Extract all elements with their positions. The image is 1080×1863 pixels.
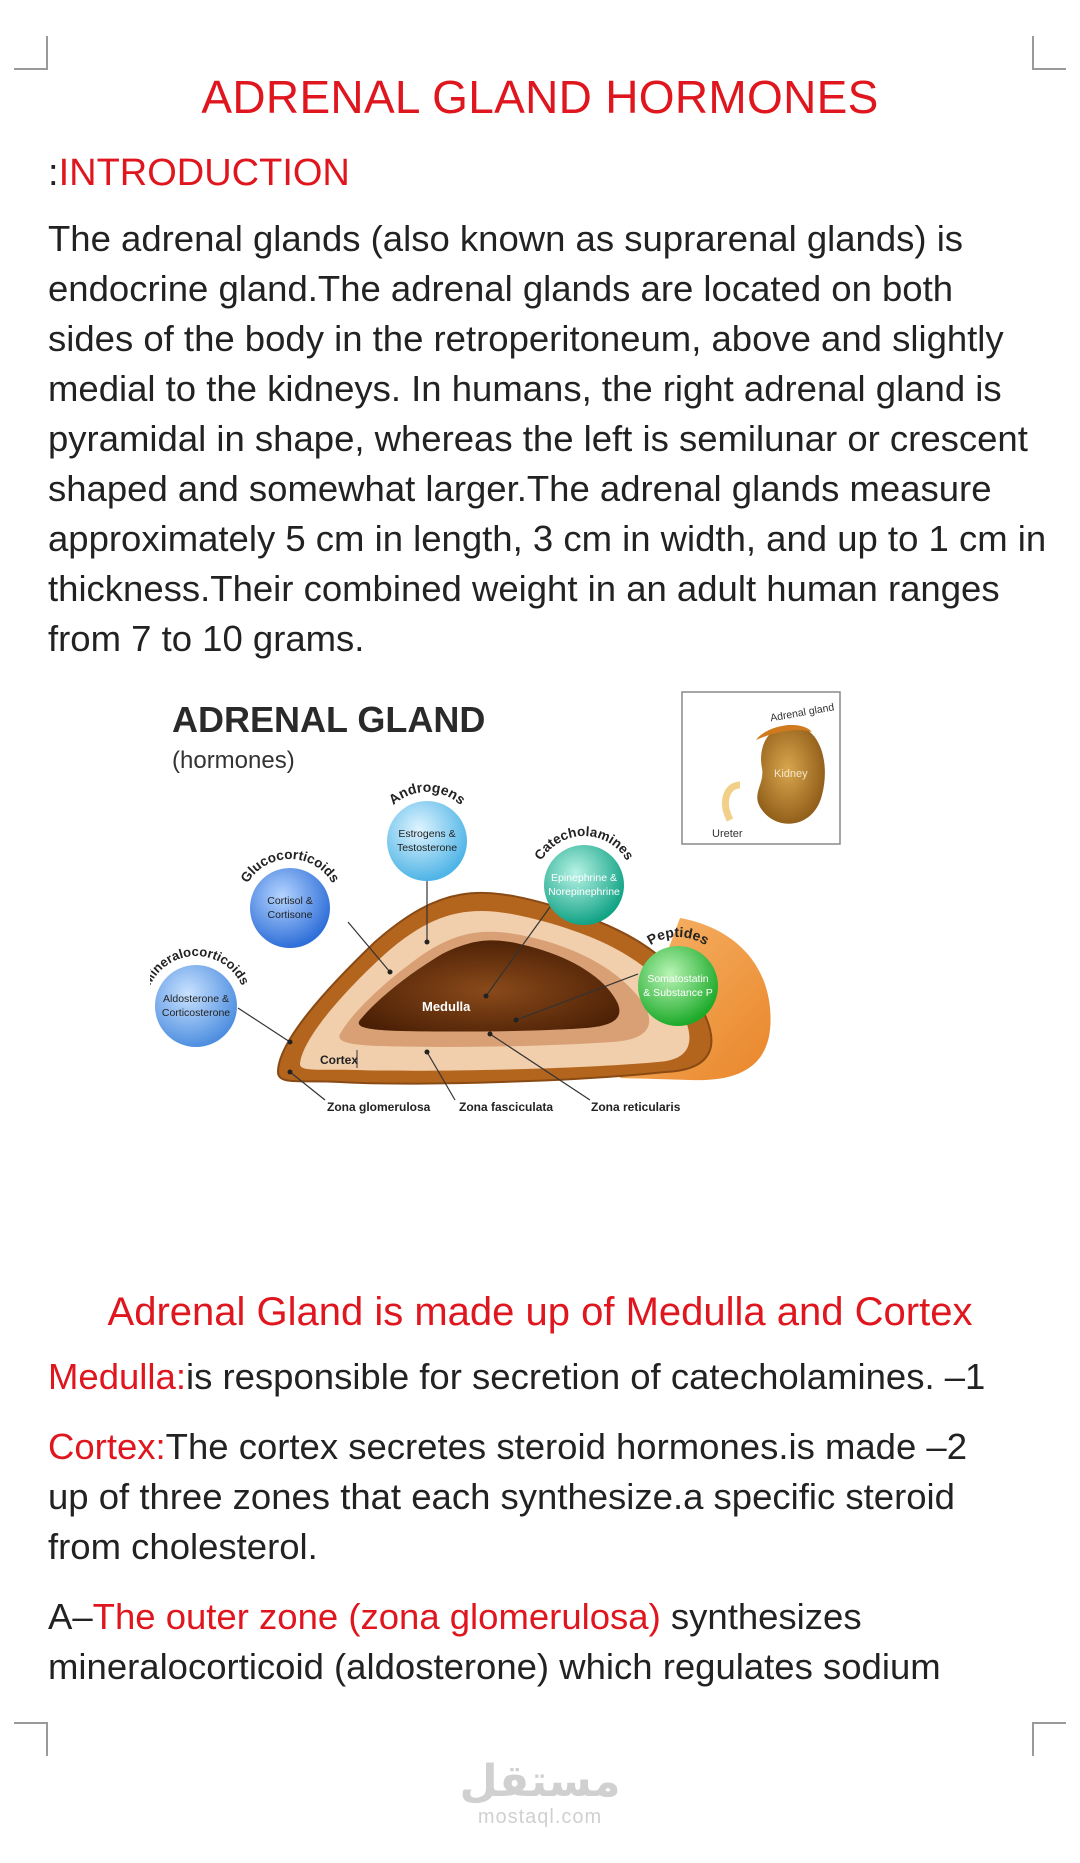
hormone-glucocorticoids: Cortisol & Cortisone Glucocorticoids xyxy=(237,847,343,948)
outer-zone-prefix: A– xyxy=(48,1596,93,1637)
leader-dots xyxy=(287,939,519,1075)
hormone-mineralocorticoids: Aldosterone & Corticosterone Mineralocor… xyxy=(139,944,253,1047)
document-title: ADRENAL GLAND HORMONES xyxy=(201,71,879,123)
inset-ureter-label: Ureter xyxy=(712,828,743,840)
hormone-androgens: Estrogens & Testosterone Androgens xyxy=(385,779,469,881)
adrenal-gland-figure: ADRENAL GLAND (hormones) Adrenal gland K… xyxy=(139,690,850,1230)
svg-text:Cortisone: Cortisone xyxy=(268,909,313,921)
page-corner-mark-bottom-right xyxy=(1032,1722,1066,1756)
cortex-label: Cortex xyxy=(320,1053,358,1067)
medulla-point: Medulla:is responsible for secretion of … xyxy=(48,1352,1048,1402)
figure-title: ADRENAL GLAND xyxy=(172,699,485,740)
cortex-text-3: from cholesterol. xyxy=(48,1526,318,1567)
adrenal-cap-icon xyxy=(756,725,812,740)
outer-zone-text-2: mineralocorticoid (aldosterone) which re… xyxy=(48,1646,941,1687)
zone-fasciculata-label: Zona fasciculata xyxy=(459,1100,553,1114)
svg-text:Epinephrine &: Epinephrine & xyxy=(551,872,617,884)
medulla-text: is responsible for secretion of catechol… xyxy=(185,1356,935,1397)
svg-text:Cortisol &: Cortisol & xyxy=(267,895,313,907)
adrenal-diagram: ADRENAL GLAND (hormones) Adrenal gland K… xyxy=(139,691,841,1114)
outer-zone-text-1: synthesizes xyxy=(660,1596,862,1637)
page-corner-mark-bottom-left xyxy=(14,1722,48,1756)
medulla-term: Medulla: xyxy=(48,1356,186,1397)
page-corner-mark-top-left xyxy=(14,36,48,70)
figure-subtitle: (hormones) xyxy=(172,747,295,774)
intro-prefix: : xyxy=(48,152,59,194)
cortex-text-2: up of three zones that each synthesize.a… xyxy=(48,1476,955,1517)
hormone-peptides: Somatostatin & Substance P Peptides xyxy=(638,924,718,1026)
medulla-label: Medulla xyxy=(422,999,471,1014)
watermark-latin: mostaql.com xyxy=(477,1806,603,1828)
cortex-point-line-1: Cortex:The cortex secretes steroid hormo… xyxy=(48,1422,1048,1472)
svg-text:Testosterone: Testosterone xyxy=(397,842,457,854)
cortex-term: Cortex: xyxy=(48,1426,166,1467)
svg-text:Corticosterone: Corticosterone xyxy=(162,1007,230,1019)
svg-text:Norepinephrine: Norepinephrine xyxy=(548,886,620,898)
intro-label: INTRODUCTION xyxy=(58,152,350,194)
section-subtitle: Adrenal Gland is made up of Medulla and … xyxy=(107,1290,973,1334)
kidney-icon xyxy=(757,725,825,824)
svg-text:Aldosterone &: Aldosterone & xyxy=(163,993,229,1005)
watermark: مستقل mostaql.com xyxy=(0,1758,1080,1829)
svg-text:Estrogens &: Estrogens & xyxy=(398,828,455,840)
inset-kidney-label: Kidney xyxy=(774,768,808,780)
svg-text:& Substance P: & Substance P xyxy=(643,987,712,999)
svg-text:Somatostatin: Somatostatin xyxy=(647,973,708,985)
cortex-number: –2 xyxy=(926,1426,968,1467)
page-corner-mark-top-right xyxy=(1032,36,1066,70)
watermark-arabic: مستقل xyxy=(459,1756,621,1807)
zone-glomerulosa-label: Zona glomerulosa xyxy=(327,1100,431,1114)
outer-zone-line-1: A–The outer zone (zona glomerulosa) synt… xyxy=(48,1592,1048,1642)
gland-cross-section: Medulla Cortex xyxy=(276,891,771,1085)
kidney-inset: Adrenal gland Kidney Ureter xyxy=(681,691,841,845)
intro-paragraph: The adrenal glands (also known as suprar… xyxy=(48,218,1047,659)
outer-zone-term: The outer zone (zona glomerulosa) xyxy=(92,1596,661,1637)
intro-heading: :INTRODUCTION xyxy=(48,152,350,195)
zone-reticularis-label: Zona reticularis xyxy=(591,1100,681,1114)
medulla-number: –1 xyxy=(944,1356,986,1397)
cortex-text-1: The cortex secretes steroid hormones.is … xyxy=(165,1426,917,1467)
